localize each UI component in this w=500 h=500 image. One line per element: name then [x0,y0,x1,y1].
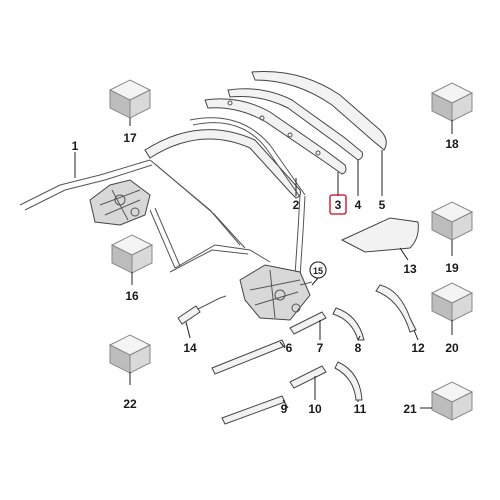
package-box-19[interactable] [430,201,474,241]
label-10[interactable]: 10 [308,402,322,416]
label-11[interactable]: 11 [354,402,367,416]
label-15-circle [309,261,327,279]
strip-6[interactable] [211,339,286,375]
package-box-17[interactable] [108,79,152,119]
label-8[interactable]: 8 [355,341,362,355]
cover-panel-13[interactable] [340,217,419,253]
seal-4[interactable] [227,88,363,161]
seal-12[interactable] [375,284,417,333]
label-22[interactable]: 22 [123,397,137,411]
label-15[interactable]: 15 [313,266,323,276]
strip-9[interactable] [221,395,286,425]
label-19[interactable]: 19 [445,261,459,275]
label-2[interactable]: 2 [293,198,300,212]
package-box-22[interactable] [108,334,152,374]
package-box-18[interactable] [430,82,474,122]
seal-3-holes [227,100,321,156]
label-1[interactable]: 1 [72,139,79,153]
trim-7[interactable] [289,311,327,335]
label-18[interactable]: 18 [445,137,459,151]
seal-5[interactable] [251,71,387,151]
label-21[interactable]: 21 [403,402,417,416]
label-9[interactable]: 9 [281,402,288,416]
curved-seal-8[interactable] [332,307,365,341]
label-12[interactable]: 12 [411,341,425,355]
leader-lines [74,118,453,409]
label-14[interactable]: 14 [183,341,197,355]
package-box-20[interactable] [430,282,474,322]
label-6[interactable]: 6 [286,341,293,355]
trim-10[interactable] [289,365,327,389]
label-4[interactable]: 4 [355,198,362,212]
label-7[interactable]: 7 [317,341,324,355]
label-17[interactable]: 17 [123,131,137,145]
label-5[interactable]: 5 [379,198,386,212]
package-box-21[interactable] [430,381,474,421]
curved-seal-11[interactable] [334,361,363,401]
seal-3[interactable] [204,98,347,175]
roof-frame[interactable] [19,129,311,321]
label-3[interactable]: 3 [335,198,342,212]
package-box-16[interactable] [110,234,154,274]
highlight-box [329,194,347,215]
cable-14[interactable] [177,295,227,325]
weatherstrip-2[interactable] [189,117,306,198]
label-13[interactable]: 13 [403,262,417,276]
label-16[interactable]: 16 [125,289,139,303]
label-20[interactable]: 20 [445,341,459,355]
